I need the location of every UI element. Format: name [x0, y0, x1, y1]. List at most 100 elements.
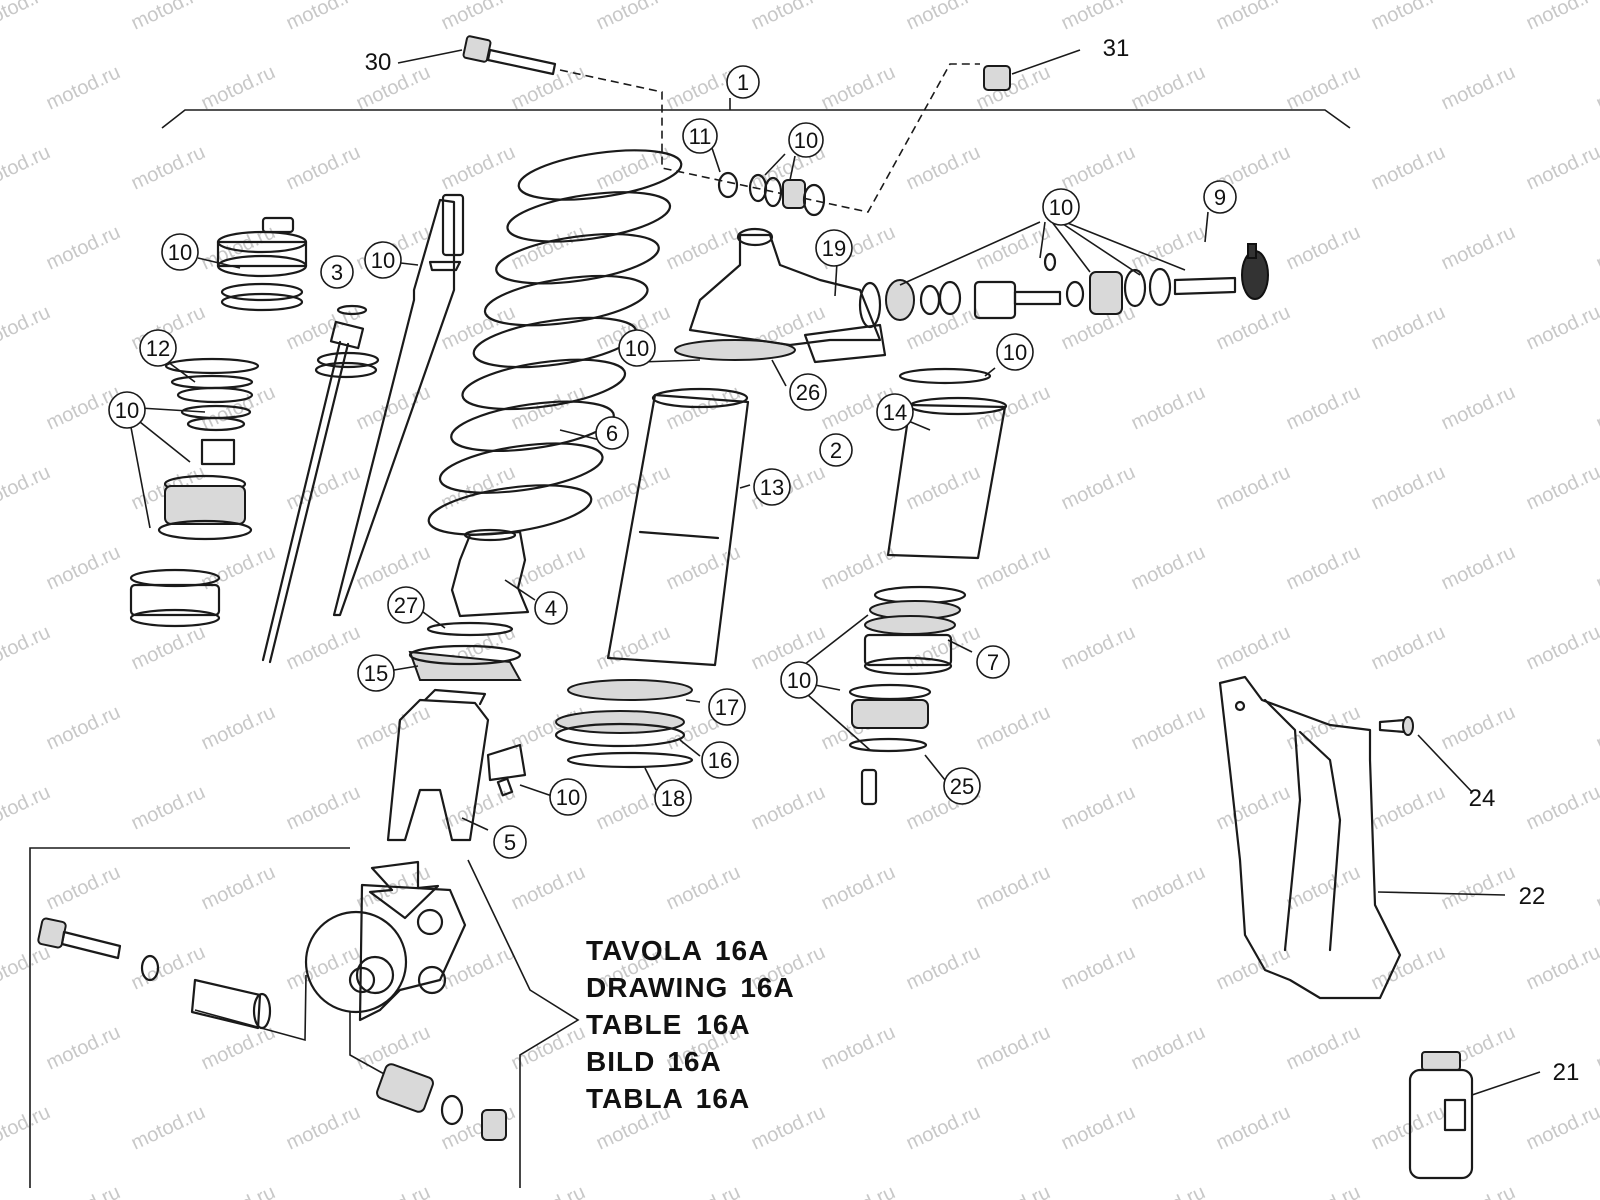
watermark-text: motod.ru	[1593, 861, 1600, 914]
svg-text:25: 25	[950, 774, 974, 799]
part-14-reservoir	[886, 367, 1008, 560]
watermark-text: motod.ru	[1128, 221, 1209, 274]
watermark-text: motod.ru	[128, 781, 209, 834]
callout-10: 10	[1042, 188, 1080, 226]
watermark-text: motod.ru	[283, 141, 364, 194]
svg-text:7: 7	[987, 650, 999, 675]
svg-text:2: 2	[830, 438, 842, 463]
watermark-text: motod.ru	[1593, 541, 1600, 594]
watermark-text: motod.ru	[0, 141, 54, 194]
callout-26: 26	[789, 373, 827, 411]
watermark-text: motod.ru	[1368, 781, 1449, 834]
watermark-text: motod.ru	[198, 61, 279, 114]
svg-text:17: 17	[715, 695, 739, 720]
part-13-shock-body	[606, 387, 750, 667]
callout-19: 19	[815, 229, 853, 267]
watermark-text: motod.ru	[748, 1101, 829, 1154]
watermark-text: motod.ru	[1283, 61, 1364, 114]
watermark-text: motod.ru	[438, 941, 519, 994]
watermark-text: motod.ru	[1593, 61, 1600, 114]
watermark-text: motod.ru	[198, 541, 279, 594]
watermark-text: motod.ru	[1368, 0, 1449, 35]
watermark-text: motod.ru	[1368, 301, 1449, 354]
part-31-nut	[983, 65, 1011, 91]
part-15-spring-seat	[408, 644, 522, 681]
watermark-text: motod.ru	[128, 621, 209, 674]
part-17-ring	[567, 679, 693, 701]
callout-6: 6	[595, 416, 629, 450]
leader-lines	[129, 49, 1541, 1096]
watermark-text: motod.ru	[1128, 541, 1209, 594]
watermark-text: motod.ru	[43, 1021, 124, 1074]
callout-10: 10	[996, 333, 1034, 371]
watermark-text: motod.ru	[973, 1021, 1054, 1074]
watermark-text: motod.ru	[973, 861, 1054, 914]
svg-text:4: 4	[545, 596, 557, 621]
watermark-text: motod.ru	[1058, 621, 1139, 674]
assembly-bracket	[161, 109, 1351, 129]
watermark-text: motod.ru	[353, 701, 434, 754]
svg-text:10: 10	[115, 398, 139, 423]
watermark-text: motod.ru	[198, 861, 279, 914]
svg-text:10: 10	[787, 668, 811, 693]
spring-coil	[483, 274, 649, 327]
part-19-head	[688, 227, 887, 364]
callout-layer: 10 3 10 12 10 11 10 6 4 27 15 10 5 19 10…	[108, 118, 1237, 859]
part-30-bolt	[462, 35, 557, 76]
watermark-text: motod.ru	[1438, 701, 1519, 754]
watermark-text: motod.ru	[973, 701, 1054, 754]
watermark-text: motod.ru	[973, 541, 1054, 594]
watermark-text: motod.ru	[283, 461, 364, 514]
watermark-text: motod.ru	[903, 941, 984, 994]
callout-10: 10	[108, 391, 146, 429]
part-damper-rod	[261, 193, 465, 664]
svg-text:10: 10	[168, 240, 192, 265]
caption-word: TAVOLA	[586, 935, 703, 966]
part-4-bump-stop	[450, 528, 530, 618]
watermark-text: motod.ru	[1593, 381, 1600, 434]
watermark-text: motod.ru	[0, 941, 54, 994]
watermark-text: motod.ru	[353, 381, 434, 434]
svg-text:11: 11	[689, 124, 712, 149]
watermark-text: motod.ru	[508, 61, 589, 114]
caption-word: BILD	[586, 1046, 655, 1077]
callout-10: 10	[549, 778, 587, 816]
svg-text:10: 10	[794, 128, 818, 153]
callout-10: 10	[780, 661, 818, 699]
watermark-text: motod.ru	[0, 461, 54, 514]
watermark-text: motod.ru	[198, 701, 279, 754]
watermark-text: motod.ru	[283, 1101, 364, 1154]
watermark-text: motod.ru	[508, 861, 589, 914]
watermark-text: motod.ru	[663, 1181, 744, 1200]
watermark-text: motod.ru	[1593, 1181, 1600, 1200]
watermark-text: motod.ru	[1058, 781, 1139, 834]
watermark-text: motod.ru	[973, 381, 1054, 434]
caption-code: 16A	[740, 972, 794, 1003]
watermark-text: motod.ru	[1368, 621, 1449, 674]
label-22: 22	[1519, 883, 1546, 910]
part-24-screw	[1378, 716, 1414, 736]
part-11-bushing	[717, 171, 826, 217]
watermark-text: motod.ru	[1128, 61, 1209, 114]
inset-detail	[29, 847, 580, 1188]
watermark-text: motod.ru	[1283, 1021, 1364, 1074]
watermark-text: motod.ru	[1213, 781, 1294, 834]
spring-coil	[506, 191, 672, 243]
watermark-text: motod.ru	[748, 0, 829, 35]
watermark-text: motod.ru	[1128, 381, 1209, 434]
svg-text:16: 16	[708, 748, 732, 773]
part-7-reservoir-cap	[863, 585, 967, 676]
svg-text:19: 19	[822, 236, 846, 261]
callout-12: 12	[139, 329, 177, 367]
svg-text:5: 5	[504, 830, 516, 855]
callout-15: 15	[357, 654, 395, 692]
watermark-text: motod.ru	[1523, 1101, 1600, 1154]
spring-coil	[438, 442, 604, 494]
svg-text:9: 9	[1214, 185, 1226, 210]
caption-word: TABLE	[586, 1009, 682, 1040]
spring-coil	[517, 149, 683, 201]
watermark-text: motod.ru	[1058, 141, 1139, 194]
